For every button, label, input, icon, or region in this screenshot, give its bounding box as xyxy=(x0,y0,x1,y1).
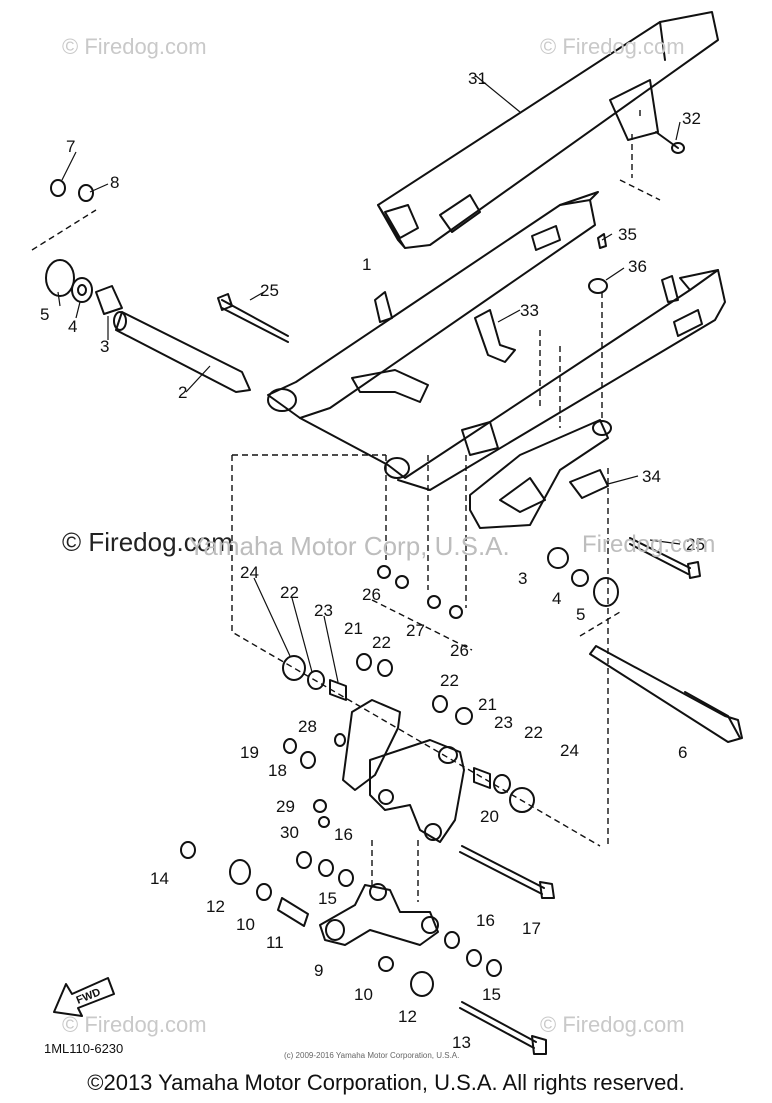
callout-26b: 26 xyxy=(450,641,469,660)
callout-14: 14 xyxy=(150,869,169,888)
callout-24b: 24 xyxy=(560,741,579,760)
fwd-arrow-icon xyxy=(53,977,115,1017)
watermark-top-right: © Firedog.com xyxy=(540,34,685,59)
callout-9: 9 xyxy=(314,961,323,980)
callout-35: 35 xyxy=(618,225,637,244)
callout-30: 30 xyxy=(280,823,299,842)
callout-22: 22 xyxy=(280,583,299,602)
callout-17: 17 xyxy=(522,919,541,938)
callout-21b: 21 xyxy=(478,695,497,714)
bushings xyxy=(180,565,535,997)
bolt-25-upper xyxy=(217,293,289,343)
right-pivot-parts xyxy=(547,547,619,607)
callout-10: 10 xyxy=(236,915,255,934)
callout-34: 34 xyxy=(642,467,661,486)
callout-numbers: 31 32 7 8 35 36 1 25 33 5 4 3 2 34 25 3 … xyxy=(40,69,705,1052)
callout-19: 19 xyxy=(240,743,259,762)
callout-12: 12 xyxy=(206,897,225,916)
bolt-25-lower xyxy=(629,537,701,579)
callout-23: 23 xyxy=(314,601,333,620)
watermark-mid-right: Firedog.com xyxy=(582,531,716,558)
callout-7: 7 xyxy=(66,137,75,156)
callout-12b: 12 xyxy=(398,1007,417,1026)
callout-8: 8 xyxy=(110,173,119,192)
callout-4b: 4 xyxy=(552,589,561,608)
connecting-arm xyxy=(319,883,439,946)
inner-copyright: (c) 2009-2016 Yamaha Motor Corporation, … xyxy=(284,1051,460,1060)
lower-bolt xyxy=(459,1001,547,1055)
diagram-part-code: 1ML110-6230 xyxy=(44,1041,124,1056)
watermark-mid-center: Yamaha Motor Corp, U.S.A. xyxy=(188,531,510,561)
callout-16b: 16 xyxy=(476,911,495,930)
relay-arm xyxy=(342,699,465,843)
callout-29: 29 xyxy=(276,797,295,816)
chain-guard xyxy=(377,11,719,249)
callout-25: 25 xyxy=(260,281,279,300)
alignment-lines xyxy=(31,110,661,902)
callout-3b: 3 xyxy=(518,569,527,588)
pivot-shaft xyxy=(113,311,251,393)
callout-16: 16 xyxy=(334,825,353,844)
relay-bolt xyxy=(459,845,555,899)
leader-lines xyxy=(57,75,681,683)
left-pivot-parts xyxy=(45,179,123,315)
callout-24: 24 xyxy=(240,563,259,582)
callout-27: 27 xyxy=(406,621,425,640)
long-shaft xyxy=(589,645,743,743)
callout-31: 31 xyxy=(468,69,487,88)
callout-3: 3 xyxy=(100,337,109,356)
callout-10b: 10 xyxy=(354,985,373,1004)
callout-22d: 22 xyxy=(524,723,543,742)
callout-5b: 5 xyxy=(576,605,585,624)
callout-25b: 25 xyxy=(686,535,705,554)
callout-6: 6 xyxy=(678,743,687,762)
callout-36: 36 xyxy=(628,257,647,276)
callout-15: 15 xyxy=(318,889,337,908)
callout-4: 4 xyxy=(68,317,77,336)
small-bolts xyxy=(588,131,685,294)
callout-21: 21 xyxy=(344,619,363,638)
callout-22b: 22 xyxy=(372,633,391,652)
chain-case-bracket xyxy=(474,309,516,363)
footer-copyright: ©2013 Yamaha Motor Corporation, U.S.A. A… xyxy=(87,1070,685,1095)
watermark-bottom-right: © Firedog.com xyxy=(540,1012,685,1037)
callout-18: 18 xyxy=(268,761,287,780)
watermark-mid-left: © Firedog.com xyxy=(62,527,233,557)
chain-puller-bracket xyxy=(469,419,612,529)
callout-23b: 23 xyxy=(494,713,513,732)
callout-32: 32 xyxy=(682,109,701,128)
callout-22c: 22 xyxy=(440,671,459,690)
callout-2: 2 xyxy=(178,383,187,402)
callout-28: 28 xyxy=(298,717,317,736)
watermark-top-left: © Firedog.com xyxy=(62,34,207,59)
callout-11: 11 xyxy=(266,933,284,952)
swingarm xyxy=(267,191,726,491)
callout-33: 33 xyxy=(520,301,539,320)
watermark-bottom-left: © Firedog.com xyxy=(62,1012,207,1037)
callout-15b: 15 xyxy=(482,985,501,1004)
callout-1: 1 xyxy=(362,255,371,274)
callout-26: 26 xyxy=(362,585,381,604)
callout-20: 20 xyxy=(480,807,499,826)
callout-5: 5 xyxy=(40,305,49,324)
callout-13: 13 xyxy=(452,1033,471,1052)
